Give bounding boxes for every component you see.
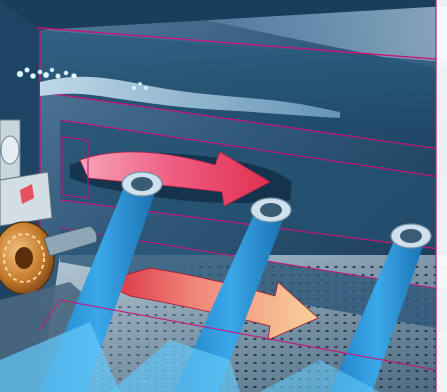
- motor-icon: [0, 222, 54, 294]
- seal-ring: [1, 136, 19, 164]
- frame-edge: [436, 0, 447, 392]
